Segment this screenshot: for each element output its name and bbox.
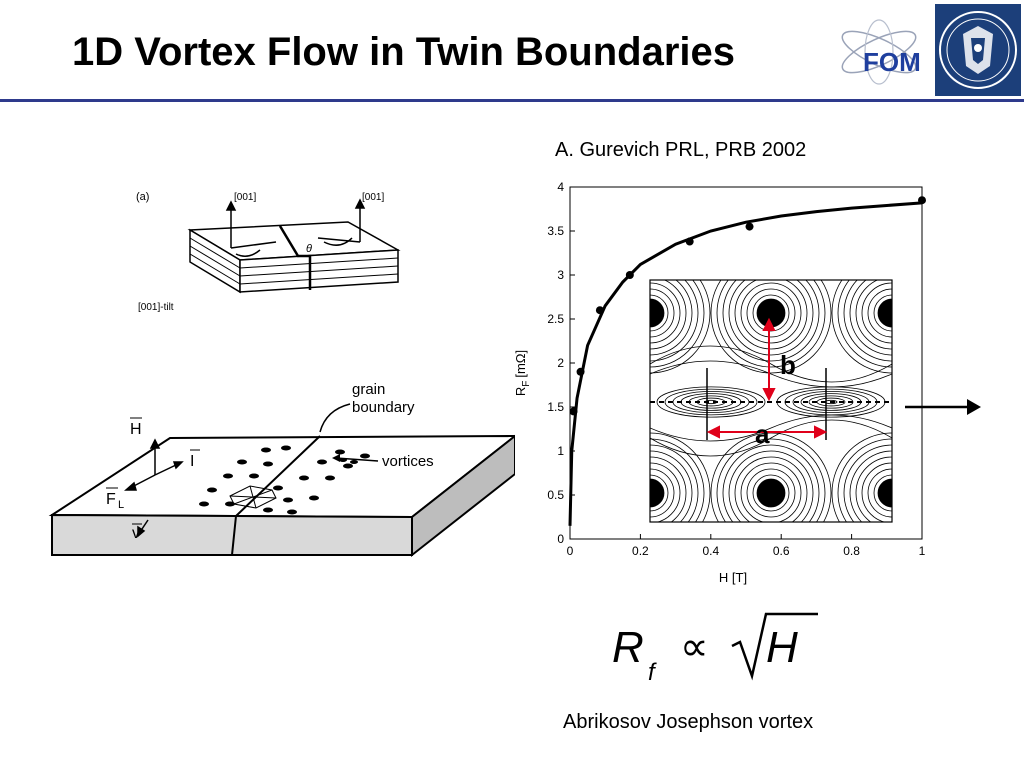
slide-title: 1D Vortex Flow in Twin Boundaries	[72, 30, 736, 74]
formula-sub-f: f	[648, 659, 657, 686]
data-point	[576, 367, 585, 376]
panel-label-a: (a)	[136, 191, 149, 203]
figure-a-tilt-diagram: (a) [001] [001] θ [001]-tilt	[136, 191, 401, 313]
caption: Abrikosov Josephson vortex	[563, 711, 814, 733]
y-axis-label: RF [mΩ]	[513, 350, 532, 396]
x-tick-label: 0.2	[632, 544, 649, 558]
fom-logo: FOM	[841, 19, 921, 85]
data-point	[625, 271, 634, 279]
label-v: v	[132, 525, 140, 542]
axis-label-right: [001]	[362, 192, 384, 203]
fit-curve	[568, 201, 923, 526]
y-axis-label-unit: [mΩ]	[513, 350, 528, 378]
y-tick-label: 0	[557, 532, 564, 546]
formula-H: H	[766, 623, 798, 672]
y-tick-label: 1	[557, 444, 564, 458]
formula-R: R	[612, 623, 644, 672]
data-point	[745, 222, 754, 231]
grain-label-line1: grain	[352, 381, 385, 398]
y-tick-label: 4	[557, 180, 564, 194]
y-axis-label-sub: F	[521, 381, 532, 387]
vortices-label: vortices	[382, 453, 434, 470]
x-tick-label: 0.6	[773, 544, 790, 558]
y-tick-label: 1.5	[547, 400, 564, 414]
x-tick-label: 0.8	[843, 544, 860, 558]
formula-proportional: ∝	[680, 625, 709, 669]
tilt-label: [001]-tilt	[138, 302, 174, 313]
data-point	[918, 196, 926, 205]
university-seal	[935, 4, 1021, 96]
x-tick-label: 0	[567, 544, 574, 558]
inset-label-a: a	[755, 419, 770, 449]
label-H: H	[130, 421, 142, 438]
formula-rf-proportional-sqrt-h: R f ∝ H	[612, 612, 818, 686]
x-axis-label: H [T]	[719, 570, 747, 585]
fom-logo-text: FOM	[863, 47, 921, 77]
x-tick-label: 1	[919, 544, 926, 558]
y-tick-label: 2.5	[547, 312, 564, 326]
data-point	[685, 237, 694, 246]
label-FL-sub: L	[118, 499, 124, 511]
angle-theta: θ	[306, 243, 312, 255]
label-I: I	[190, 453, 194, 470]
x-tick-label: 0.4	[702, 544, 719, 558]
rf-vs-h-chart: 0 0.2 0.4 0.6 0.8 1 0 0.5 1 1.5 2 2.5 3 3.5 4 H [T] R…	[513, 180, 926, 585]
inset-label-b: b	[780, 350, 796, 380]
citation: A. Gurevich PRL, PRB 2002	[555, 139, 807, 161]
grain-label-line2: boundary	[352, 399, 415, 416]
y-tick-label: 0.5	[547, 488, 564, 502]
data-point	[569, 407, 578, 416]
y-tick-label: 3	[557, 268, 564, 282]
label-FL: F	[106, 491, 116, 508]
y-tick-label: 2	[557, 356, 564, 370]
right-arrow-icon	[905, 399, 981, 415]
axis-label-left: [001]	[234, 192, 256, 203]
y-tick-label: 3.5	[547, 224, 564, 238]
figure-b-grain-boundary: grain boundary vortices H I F L v	[48, 381, 515, 558]
vortex-contour-inset: b a	[649, 279, 893, 523]
data-point	[595, 306, 604, 315]
title-rule	[0, 99, 1024, 102]
y-axis-label-symbol: R	[513, 387, 528, 396]
